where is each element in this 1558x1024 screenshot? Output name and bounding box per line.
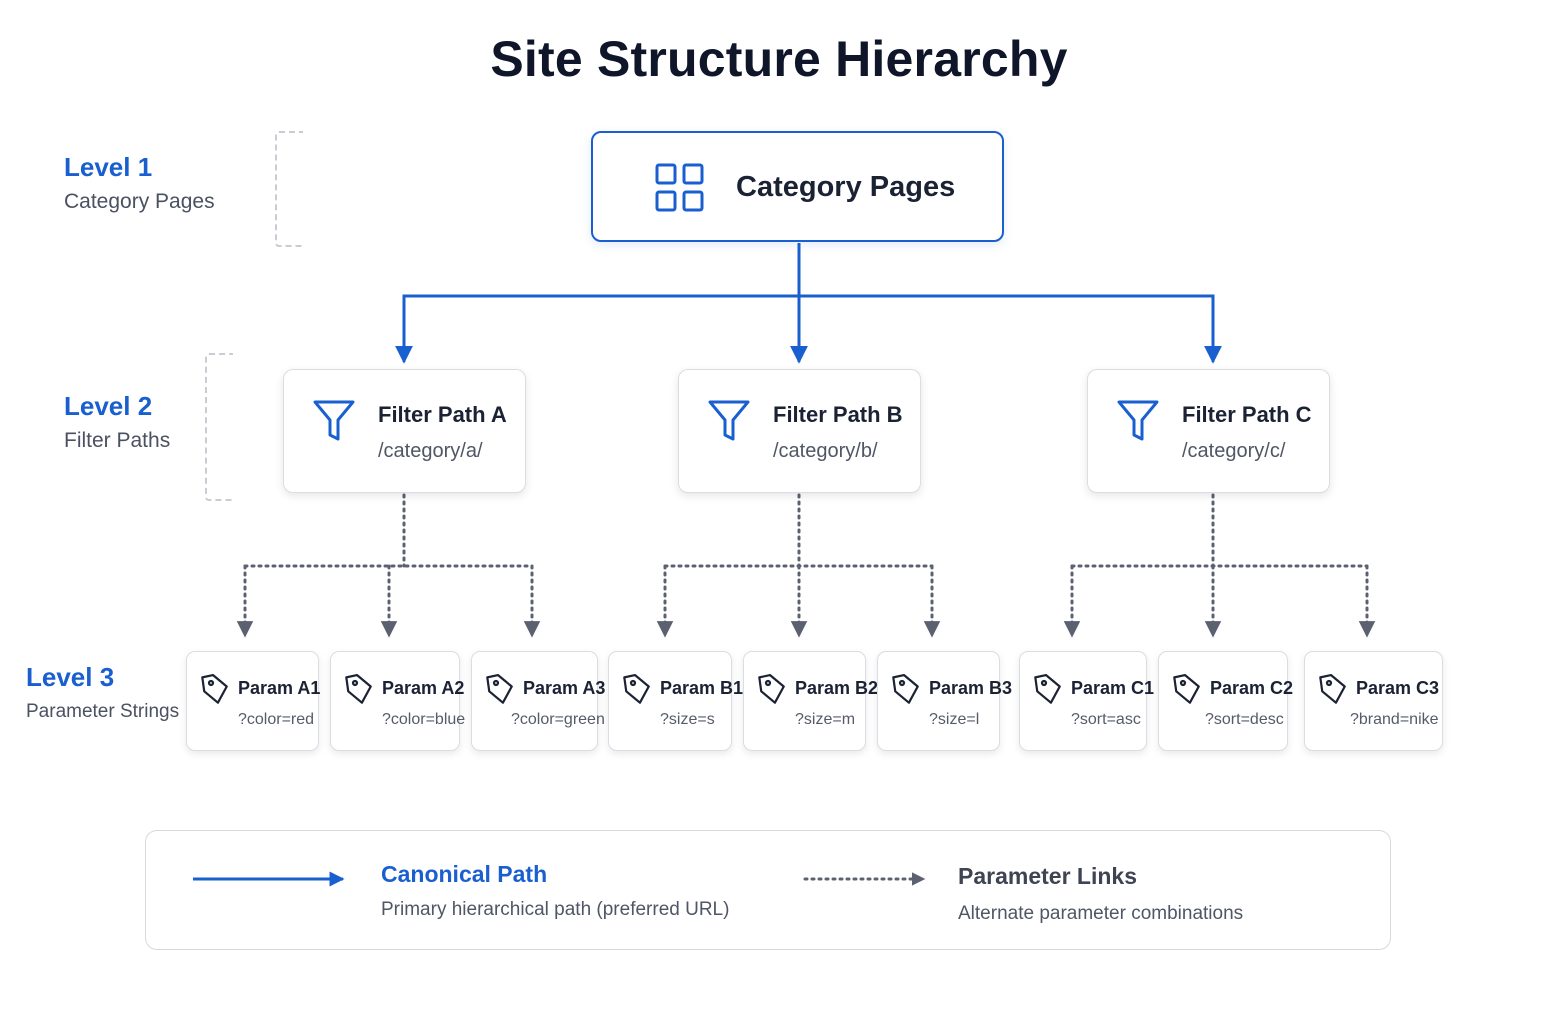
- param-c1-query: ?sort=asc: [1071, 711, 1141, 728]
- parameter-connectors-a: [236, 493, 541, 638]
- category-pages-node[interactable]: Category Pages: [591, 131, 1004, 242]
- param-a2-query: ?color=blue: [382, 711, 466, 728]
- param-a3-query: ?color=green: [511, 711, 605, 728]
- param-b3-query: ?size=l: [929, 711, 980, 728]
- level-3-name: Level 3: [26, 662, 115, 692]
- tag-icon: [758, 673, 785, 704]
- canonical-connectors: [395, 243, 1222, 364]
- param-a1-node[interactable]: Param A1 ?color=red: [186, 651, 321, 751]
- filter-path-b-node[interactable]: Filter Path B /category/b/: [678, 369, 921, 493]
- param-b2-node[interactable]: Param B2 ?size=m: [743, 651, 878, 751]
- param-c3-node[interactable]: Param C3 ?brand=nike: [1304, 651, 1443, 751]
- tag-icon: [1173, 673, 1200, 704]
- filter-path-c-node[interactable]: Filter Path C /category/c/: [1087, 369, 1330, 493]
- param-c3-query: ?brand=nike: [1350, 711, 1439, 728]
- canonical-path-description: Primary hierarchical path (preferred URL…: [381, 899, 730, 920]
- parameter-links-title: Parameter Links: [958, 863, 1137, 889]
- level-1-name: Level 1: [64, 152, 153, 182]
- level-2-bracket: [205, 353, 233, 501]
- param-a3-node[interactable]: Param A3 ?color=green: [471, 651, 605, 751]
- param-a2-label: Param A2: [382, 678, 465, 698]
- filter-path-b-label: Filter Path B: [773, 402, 903, 427]
- legend: Canonical Path Primary hierarchical path…: [145, 830, 1391, 950]
- tag-icon: [1034, 673, 1061, 704]
- tag-icon: [1319, 673, 1346, 704]
- filter-path-c-label: Filter Path C: [1182, 402, 1312, 427]
- tag-icon: [623, 673, 650, 704]
- param-b2-label: Param B2: [795, 678, 879, 698]
- filter-path-a-label: Filter Path A: [378, 402, 507, 427]
- diagram-title: Site Structure Hierarchy: [490, 31, 1068, 87]
- filter-path-a-node[interactable]: Filter Path A /category/a/: [283, 369, 526, 493]
- level-2-name: Level 2: [64, 391, 153, 421]
- param-b3-label: Param B3: [929, 678, 1013, 698]
- canonical-path-title: Canonical Path: [381, 861, 548, 887]
- funnel-icon: [708, 400, 750, 441]
- param-a3-label: Param A3: [523, 678, 606, 698]
- param-c1-label: Param C1: [1071, 678, 1155, 698]
- level-2-description: Filter Paths: [64, 429, 171, 452]
- param-c2-query: ?sort=desc: [1205, 711, 1284, 728]
- parameter-connectors-c: [1063, 493, 1376, 638]
- param-c2-label: Param C2: [1210, 678, 1294, 698]
- canonical-bus: [402, 294, 1215, 360]
- tag-icon: [486, 673, 513, 704]
- param-c2-node[interactable]: Param C2 ?sort=desc: [1158, 651, 1293, 751]
- param-c1-node[interactable]: Param C1 ?sort=asc: [1019, 651, 1154, 751]
- filter-path-b-url: /category/b/: [773, 440, 878, 462]
- level-3-label: Level 3 Parameter Strings: [26, 661, 179, 725]
- canonical-path-swatch: [193, 871, 345, 887]
- tag-icon: [201, 673, 228, 704]
- level-1-label: Level 1 Category Pages: [64, 151, 215, 215]
- level-1-description: Category Pages: [64, 190, 215, 213]
- funnel-icon: [1117, 400, 1159, 441]
- parameter-links-swatch: [803, 872, 926, 886]
- param-b1-node[interactable]: Param B1 ?size=s: [608, 651, 743, 751]
- level-3-description: Parameter Strings: [26, 701, 180, 722]
- tag-icon: [892, 673, 919, 704]
- param-b1-query: ?size=s: [660, 711, 715, 728]
- level-1-bracket: [275, 131, 303, 247]
- parameter-connectors-b: [656, 493, 941, 638]
- category-pages-label: Category Pages: [736, 171, 956, 203]
- parameter-links-description: Alternate parameter combinations: [958, 903, 1244, 924]
- param-a2-node[interactable]: Param A2 ?color=blue: [330, 651, 465, 751]
- param-b1-label: Param B1: [660, 678, 744, 698]
- grid-icon: [655, 163, 704, 212]
- tag-icon: [345, 673, 372, 704]
- filter-path-a-url: /category/a/: [378, 440, 483, 462]
- param-c3-label: Param C3: [1356, 678, 1440, 698]
- param-a1-label: Param A1: [238, 678, 321, 698]
- level-2-label: Level 2 Filter Paths: [64, 390, 170, 454]
- param-a1-query: ?color=red: [238, 711, 315, 728]
- param-b3-node[interactable]: Param B3 ?size=l: [877, 651, 1012, 751]
- filter-path-c-url: /category/c/: [1182, 440, 1286, 462]
- param-b2-query: ?size=m: [795, 711, 856, 728]
- funnel-icon: [313, 400, 355, 441]
